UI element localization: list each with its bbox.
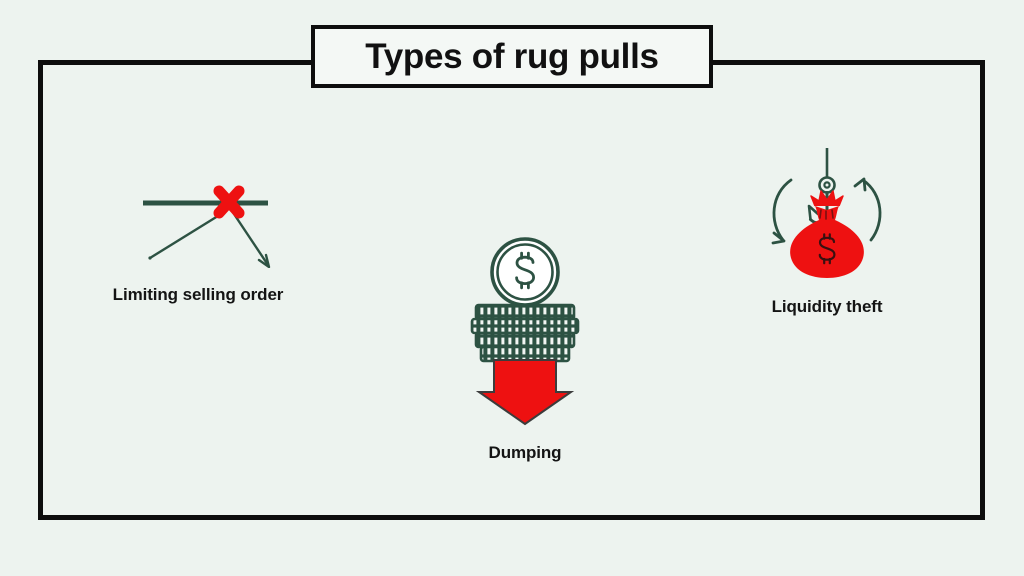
frame-border-right (980, 60, 985, 520)
money-bag-fishing-hook-icon (747, 148, 907, 285)
page-title: Types of rug pulls (365, 37, 659, 76)
item-label-liquidity-theft: Liquidity theft (771, 297, 883, 316)
frame-border-left (38, 60, 43, 520)
frame-border-bottom (38, 515, 985, 520)
coin-stack-down-arrow-icon (450, 236, 600, 431)
frame-border-top-left (38, 60, 313, 65)
blocked-order-x-icon (108, 168, 288, 273)
item-label-limiting-selling-order: Limiting selling order (112, 285, 284, 304)
item-liquidity-theft: Liquidity theft (737, 148, 917, 317)
item-dumping: Dumping (450, 236, 600, 463)
item-limiting-selling-order: Limiting selling order (78, 168, 318, 305)
item-label-dumping: Dumping (488, 443, 562, 462)
title-box: Types of rug pulls (311, 25, 713, 88)
frame-border-top-right (711, 60, 985, 65)
